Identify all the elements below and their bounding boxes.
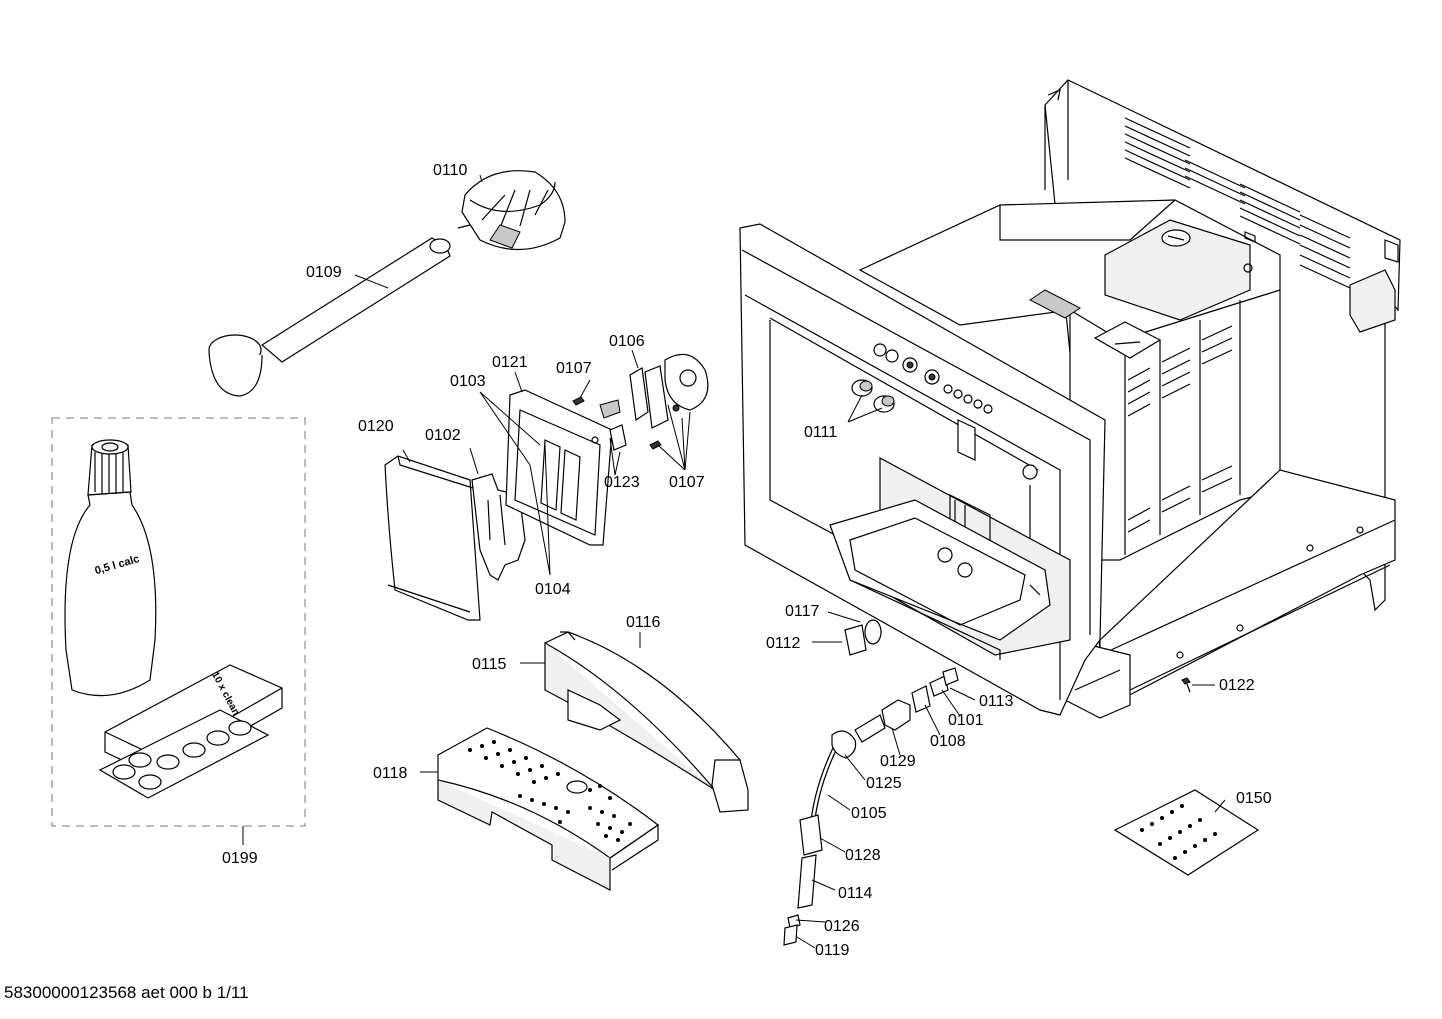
part-label-0107-top: 0107 (556, 360, 592, 377)
dispenser-cover-0120 (384, 455, 481, 621)
steam-pipe-parts (783, 619, 1191, 946)
part-labels: 0110 0109 0121 0106 0103 0107 0120 0102 … (222, 162, 1272, 959)
part-label-0112: 0112 (766, 635, 801, 652)
part-label-0129: 0129 (880, 753, 916, 770)
part-label-0126: 0126 (824, 918, 860, 935)
dispenser-frame-0121 (505, 389, 613, 546)
leader-lines (242, 174, 1226, 949)
part-label-0118: 0118 (373, 765, 408, 782)
part-label-0110: 0110 (433, 162, 468, 179)
part-label-0116: 0116 (626, 614, 661, 631)
part-label-0105: 0105 (851, 805, 887, 822)
valve-0106 (572, 353, 709, 451)
part-label-0102: 0102 (425, 427, 461, 444)
part-label-0101: 0101 (948, 712, 984, 729)
coffee-scoop-part (208, 237, 451, 397)
part-label-0117: 0117 (785, 603, 820, 620)
drip-cover-0116 (543, 631, 749, 813)
part-label-0113: 0113 (979, 693, 1014, 710)
part-label-0109: 0109 (306, 264, 342, 281)
part-label-0106: 0106 (609, 333, 645, 350)
part-label-0199: 0199 (222, 850, 258, 867)
screw-bag-0150 (1113, 789, 1260, 876)
part-label-0125: 0125 (866, 775, 902, 792)
machine-housing (739, 79, 1401, 719)
part-label-0111: 0111 (804, 424, 837, 441)
part-label-0122: 0122 (1219, 677, 1255, 694)
part-label-0108: 0108 (930, 733, 966, 750)
part-label-0120: 0120 (358, 418, 394, 435)
document-id-footer: 58300000123568 aet 000 b 1/11 (4, 983, 249, 1002)
part-label-0119: 0119 (815, 942, 850, 959)
part-label-0103: 0103 (450, 373, 486, 390)
grinder-adjuster-part (457, 170, 566, 251)
accessory-kit-outline (51, 417, 306, 827)
cleaning-tablets-blister (98, 709, 270, 799)
part-label-0115: 0115 (472, 656, 507, 673)
part-label-0121: 0121 (492, 354, 528, 371)
part-label-0107-bottom: 0107 (669, 474, 705, 491)
part-label-0114: 0114 (838, 885, 873, 902)
drip-grid-0118 (437, 727, 660, 891)
descaler-bottle (64, 439, 157, 697)
part-label-0104: 0104 (535, 581, 571, 598)
part-label-0150: 0150 (1236, 790, 1272, 807)
part-label-0123: 0123 (604, 474, 640, 491)
part-label-0128: 0128 (845, 847, 881, 864)
